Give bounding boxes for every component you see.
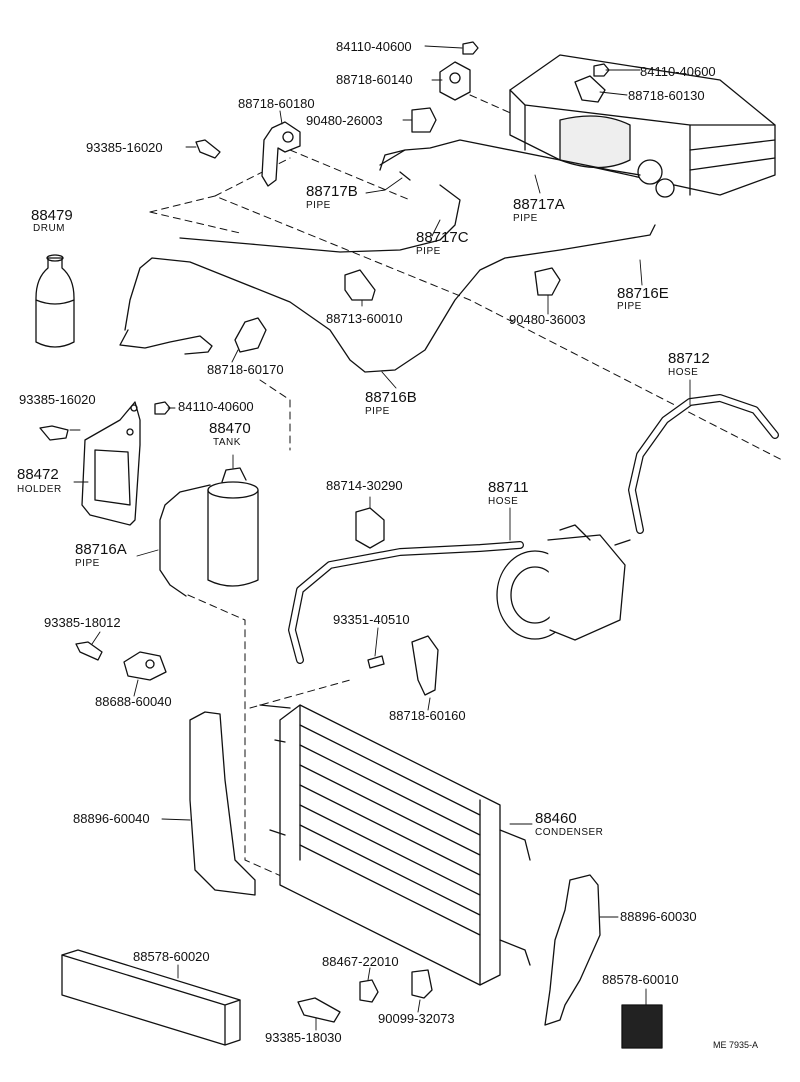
label-90480-26003: 90480-26003 [306,113,383,128]
label-88718-60130: 88718-60130 [628,88,705,103]
label-88713-60010: 88713-60010 [326,311,403,326]
evaporator-unit [509,54,776,198]
label-88714-30290: 88714-30290 [326,478,403,493]
grommet-90480-26003 [411,107,437,133]
label-90480-36003: 90480-36003 [509,312,586,327]
label-90099-32073: 90099-32073 [378,1011,455,1026]
label-84110-40600-mid: 84110-40600 [178,399,254,414]
bolt-93385-16020-left [39,425,69,441]
label-88711: 88711 [488,479,529,496]
bushing-88467-22010 [359,979,379,1003]
label-88896-60040: 88896-60040 [73,811,150,826]
label-88716A: 88716A [75,541,127,558]
label-88578-60010: 88578-60010 [602,972,679,987]
nut-84110-40600-mid [154,401,171,415]
drum-88479 [35,254,75,348]
clamp-88714-30290 [355,507,385,549]
label-88717A: 88717A [513,196,565,213]
label-88712: 88712 [668,350,710,367]
bolt-93385-18030 [297,997,341,1023]
label-88578-60020: 88578-60020 [133,949,210,964]
label-88717A-type: PIPE [513,213,538,224]
label-93385-18030: 93385-18030 [265,1030,342,1045]
label-88717B: 88717B [306,183,358,200]
label-88479-type: DRUM [33,223,65,234]
label-88717C-type: PIPE [416,246,441,257]
label-88711-type: HOSE [488,496,519,507]
label-88460-type: CONDENSER [535,827,604,838]
label-88470: 88470 [209,420,251,437]
hose-88712 [628,394,779,534]
dashed-reference-lines [149,94,783,881]
nut-84110-40600-top [462,41,479,55]
label-88716E-type: PIPE [617,301,642,312]
bolt-93385-16020-top [195,139,221,159]
label-88460: 88460 [535,810,577,827]
bolt-93385-18012 [75,641,103,661]
label-88716A-type: PIPE [75,558,100,569]
compressor [496,524,631,641]
grommet-90480-36003 [534,267,561,296]
clip-88718-60130 [574,75,606,103]
label-88716B-type: PIPE [365,406,390,417]
label-88718-60160: 88718-60160 [389,708,466,723]
clip-88713-60010 [344,269,376,301]
bracket-88718-60180 [261,121,301,187]
label-88717B-type: PIPE [306,200,331,211]
diagram-reference-code: ME 7935-A [713,1040,759,1050]
pad-88578-60020 [61,949,241,1046]
label-88472: 88472 [17,466,59,483]
condenser-88460 [259,704,531,986]
clip-88718-60160 [411,635,439,696]
holder-88472 [81,401,141,526]
label-84110-40600-top: 84110-40600 [336,39,412,54]
label-93385-16020-left: 93385-16020 [19,392,96,407]
label-88716E: 88716E [617,285,669,302]
label-93351-40510: 93351-40510 [333,612,410,627]
bracket-88718-60140 [439,61,471,101]
label-88718-60170: 88718-60170 [207,362,284,377]
seal-88896-60040 [189,711,256,896]
label-88688-60040: 88688-60040 [95,694,172,709]
label-88479: 88479 [31,207,73,224]
bracket-88688-60040 [123,651,167,681]
label-88467-22010: 88467-22010 [322,954,399,969]
label-88712-type: HOSE [668,367,699,378]
label-88472-type: HOLDER [17,484,62,495]
pipe-88717 [179,139,641,253]
seal-88896-60030 [544,874,601,1026]
tank-88470 [207,467,259,587]
label-88896-60030: 88896-60030 [620,909,697,924]
label-93385-18012: 93385-18012 [44,615,121,630]
clip-88718-60170 [234,317,267,353]
label-84110-40600-right: 84110-40600 [640,64,716,79]
label-88718-60140: 88718-60140 [336,72,413,87]
hose-88711 [288,541,524,664]
label-88716B: 88716B [365,389,417,406]
nut-84110-40600-right [593,63,610,77]
pad-88578-60010 [621,1004,663,1049]
pipe-88716B [119,224,656,373]
label-88718-60180: 88718-60180 [238,96,315,111]
leader-lines [69,45,691,1031]
grommet-90099-32073 [411,969,433,999]
label-88470-type: TANK [213,437,241,448]
screw-93351-40510 [367,655,385,669]
label-93385-16020-top: 93385-16020 [86,140,163,155]
pipe-88716A [159,484,211,597]
label-88717C: 88717C [416,229,469,246]
